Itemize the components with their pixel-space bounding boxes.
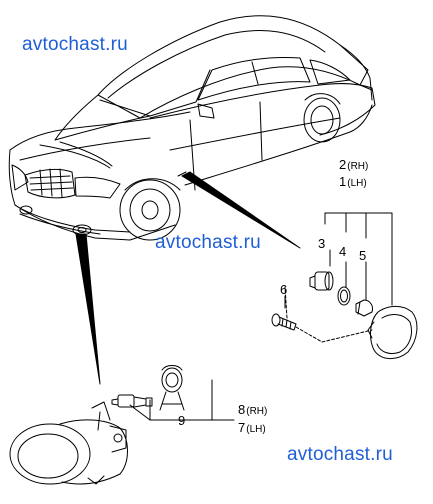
gasket-part: [337, 286, 351, 306]
callout-7: 7(LH): [238, 420, 266, 435]
fog-bulb-part: [111, 394, 153, 408]
callout-6: 6: [280, 282, 287, 297]
callout-5: 5: [359, 248, 366, 263]
leader-to-fog-lamp: [75, 233, 101, 385]
fog-socket-part: [159, 365, 185, 411]
car-illustration: [8, 15, 376, 241]
watermark-top: avtochast.ru: [22, 34, 128, 55]
bulb-part: [355, 299, 373, 317]
callout-1: 1(LH): [339, 174, 367, 189]
screw-part: [271, 313, 297, 331]
side-repeater-assembly: [271, 212, 418, 359]
socket-part: [309, 271, 334, 291]
leader-to-side-lamp: [181, 171, 301, 249]
callout-9: 9: [178, 413, 185, 428]
fog-lamp-housing: [9, 401, 128, 485]
callout-2: 2(RH): [339, 157, 368, 172]
callout-8: 8(RH): [238, 402, 267, 417]
callout-3: 3: [318, 236, 325, 251]
callout-4: 4: [339, 244, 346, 259]
watermark-bottom: avtochast.ru: [287, 444, 393, 465]
watermark-middle: avtochast.ru: [155, 232, 261, 253]
fog-lamp-assembly: [9, 365, 235, 485]
side-lamp-housing: [367, 305, 418, 359]
callout-labels: 2(RH) 1(LH) 3 4 5 6 8(RH) 7(LH) 9: [178, 157, 368, 435]
